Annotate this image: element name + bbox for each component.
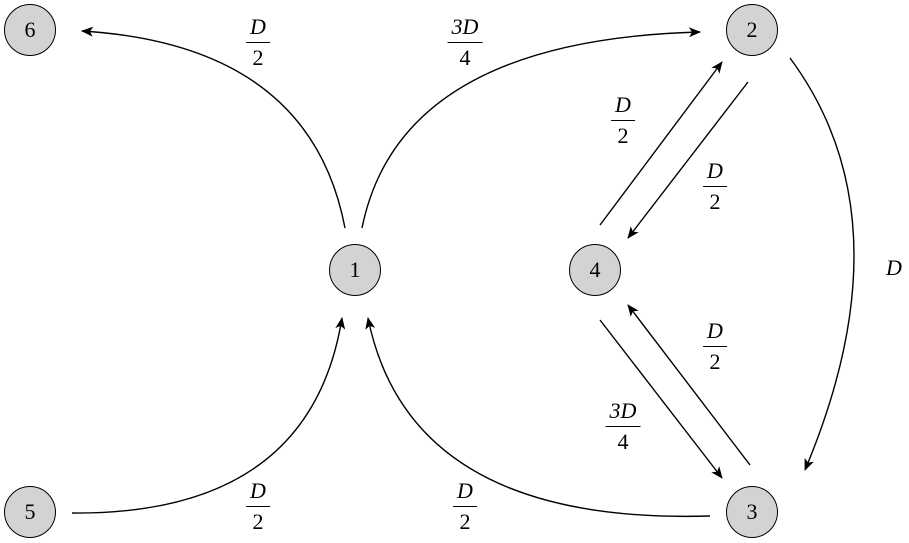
edge-4-3 [599,319,723,479]
edge-1-2 [361,27,701,229]
node-5: 5 [4,486,56,538]
edge-2-4 [627,81,749,239]
node-2: 2 [726,4,778,56]
edge-1-6 [81,26,346,229]
edge-5-1 [71,317,346,514]
edge-4-2 [599,61,723,226]
node-3: 3 [726,486,778,538]
weight-label-2-3: D [886,255,902,280]
edge-3-4 [627,304,751,466]
node-4: 4 [569,244,621,296]
edge-3-1 [365,317,711,518]
node-6: 6 [4,4,56,56]
edge-2-3 [789,57,855,471]
node-1: 1 [329,244,381,296]
